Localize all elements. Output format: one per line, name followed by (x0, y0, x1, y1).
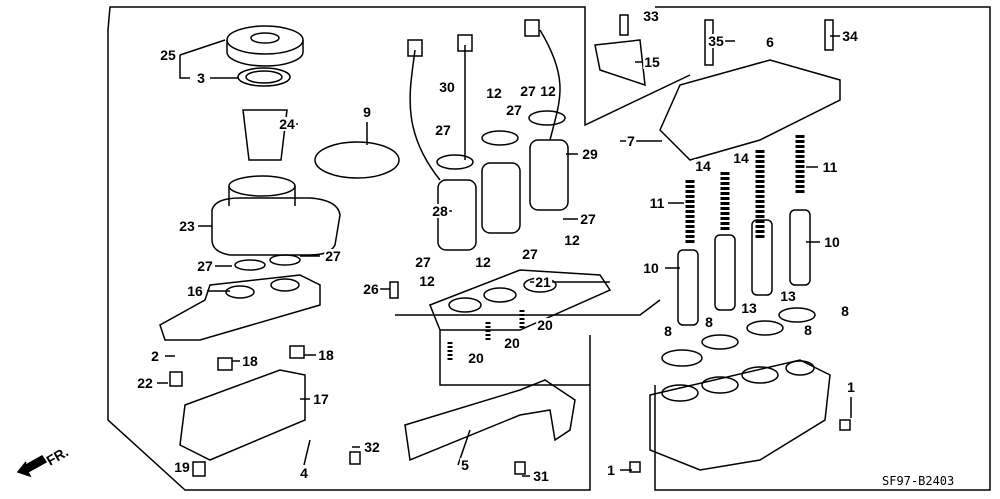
callout-8: 8 (663, 323, 673, 339)
callout-27: 27 (519, 83, 537, 99)
valve-cover-6 (659, 59, 841, 161)
gasket-plate-21 (429, 269, 612, 331)
callout-19: 19 (173, 459, 191, 475)
callout-1: 1 (606, 462, 616, 478)
callout-14: 14 (732, 150, 750, 166)
valve-body-main (649, 359, 831, 471)
callout-33: 33 (642, 8, 660, 24)
callout-27: 27 (324, 248, 342, 264)
top-frame (107, 6, 691, 127)
solenoid-29 (529, 139, 569, 211)
callout-12: 12 (418, 273, 436, 289)
reservoir-neck (228, 175, 296, 197)
valve-body-16 (159, 274, 321, 341)
callout-27: 27 (414, 254, 432, 270)
callout-28: 28 (431, 203, 449, 219)
callout-3: 3 (196, 70, 206, 86)
callout-8: 8 (803, 322, 813, 338)
diagram-code: SF97-B2403 (882, 474, 955, 488)
callout-26: 26 (362, 281, 380, 297)
solenoid-middle (481, 162, 521, 234)
callout-12: 12 (563, 232, 581, 248)
callout-35: 35 (707, 33, 725, 49)
callout-12: 12 (485, 85, 503, 101)
callout-23: 23 (178, 218, 196, 234)
seal-ring (237, 67, 291, 87)
fr-arrow (16, 455, 48, 478)
callout-11: 11 (821, 159, 839, 175)
callout-8: 8 (704, 314, 714, 330)
callout-8: 8 (840, 303, 850, 319)
right-frame (654, 6, 991, 491)
strainer (242, 109, 288, 161)
callout-31: 31 (532, 468, 550, 484)
callout-27: 27 (434, 122, 452, 138)
callout-10: 10 (642, 260, 660, 276)
callout-24: 24 (278, 116, 296, 132)
callout-13: 13 (740, 300, 758, 316)
callout-21: 21 (534, 274, 552, 290)
gasket-9 (314, 141, 400, 179)
callout-1: 1 (846, 379, 856, 395)
callout-25: 25 (159, 47, 177, 63)
left-group-frame (107, 30, 591, 491)
callout-2: 2 (150, 348, 160, 364)
gasket-frame (395, 299, 661, 316)
callout-27: 27 (196, 258, 214, 274)
callout-4: 4 (299, 465, 309, 481)
spring-frame (439, 330, 590, 386)
callout-5: 5 (460, 457, 470, 473)
reservoir-body (211, 197, 341, 256)
callout-20: 20 (536, 317, 554, 333)
callout-12: 12 (474, 254, 492, 270)
callout-11: 11 (648, 195, 666, 211)
callout-20: 20 (503, 335, 521, 351)
callout-20: 20 (467, 350, 485, 366)
callout-30: 30 (438, 79, 456, 95)
callout-29: 29 (581, 146, 599, 162)
callout-18: 18 (241, 353, 259, 369)
callout-12: 12 (539, 83, 557, 99)
callout-17: 17 (312, 391, 330, 407)
callout-22: 22 (136, 375, 154, 391)
callout-27: 27 (579, 211, 597, 227)
callout-27: 27 (521, 246, 539, 262)
callout-32: 32 (363, 439, 381, 455)
bracket-5 (404, 379, 576, 462)
callout-34: 34 (841, 28, 859, 44)
reservoir-cap (226, 25, 304, 55)
callout-10: 10 (823, 234, 841, 250)
callout-18: 18 (317, 347, 335, 363)
callout-6: 6 (765, 34, 775, 50)
callout-16: 16 (186, 283, 204, 299)
callout-7: 7 (626, 133, 636, 149)
callout-9: 9 (362, 104, 372, 120)
callout-14: 14 (694, 158, 712, 174)
callout-15: 15 (643, 54, 661, 70)
callout-13: 13 (779, 288, 797, 304)
cover-17 (179, 369, 306, 461)
callout-27: 27 (505, 102, 523, 118)
